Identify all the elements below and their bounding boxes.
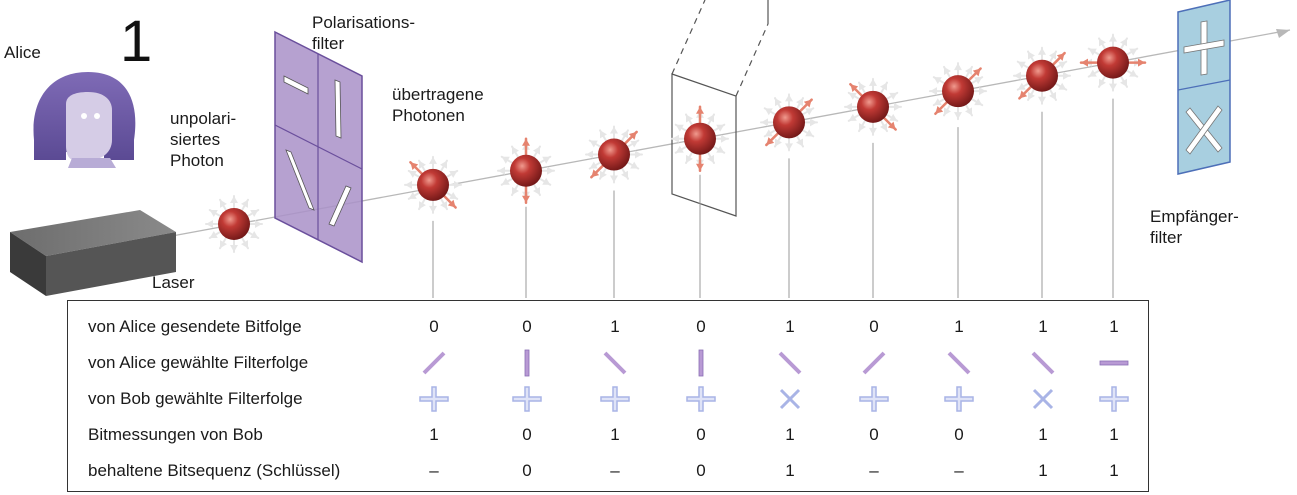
intermediate-filter-frame	[671, 0, 769, 217]
table-cell: 0	[522, 461, 532, 480]
diag-down-filter-icon	[1031, 351, 1055, 375]
transmitted-photon	[844, 77, 902, 136]
plus-filter-icon	[686, 386, 716, 412]
table-cell: 0	[696, 461, 706, 480]
table-cell: 0	[522, 317, 532, 336]
table-cell: 1	[610, 317, 620, 336]
table-cell: –	[869, 461, 879, 480]
table-cell: 1	[429, 425, 439, 444]
transmitted-photon	[671, 105, 729, 172]
laser-device	[10, 210, 176, 296]
diag-up-filter-icon	[862, 351, 886, 375]
plus-filter-icon	[1099, 386, 1129, 412]
table-cell: 1	[954, 317, 964, 336]
laser-label: Laser	[152, 273, 195, 292]
cross-filter-icon	[1032, 388, 1054, 410]
table-cell: 1	[1109, 461, 1119, 480]
table-cell: –	[954, 461, 964, 480]
receiver-filter-label: Empfänger- filter	[1150, 207, 1239, 247]
beam-arrow-icon	[1276, 29, 1290, 38]
vertical-filter-icon	[698, 349, 704, 377]
transmitted-photon	[929, 62, 987, 121]
transmitted-photons-label: übertragene Photonen	[392, 85, 484, 125]
diag-down-filter-icon	[603, 351, 627, 375]
transmitted-photon	[404, 155, 462, 214]
diag-down-filter-icon	[778, 351, 802, 375]
transmitted-photon	[585, 125, 643, 184]
receiver-filter	[1177, 0, 1231, 175]
table-cell: –	[610, 461, 620, 480]
unpolarized-photon-label: unpolari- siertes Photon	[170, 109, 237, 170]
row-label: Bitmessungen von Bob	[88, 425, 263, 444]
table-row: von Bob gewählte Filterfolge	[68, 381, 1148, 417]
table-cell: 0	[869, 425, 879, 444]
table-cell: 0	[522, 425, 532, 444]
plus-filter-icon	[859, 386, 889, 412]
table-row: behaltene Bitsequenz (Schlüssel) – 0 – 0 1 – – 1…	[68, 453, 1148, 489]
connector-layer	[432, 98, 1114, 298]
table-cell: 1	[610, 425, 620, 444]
table-cell: 1	[785, 461, 795, 480]
transmitted-photon	[497, 137, 555, 205]
alice-polarization-filter	[274, 30, 363, 264]
table-cell: 1	[785, 317, 795, 336]
cross-filter-icon	[779, 388, 801, 410]
vertical-filter-icon	[524, 349, 530, 377]
figure-number: 1	[120, 9, 153, 74]
alice-avatar	[33, 72, 136, 168]
transmitted-photon	[1013, 46, 1071, 105]
transmitted-photon	[760, 93, 818, 152]
table-cell: 1	[1109, 425, 1119, 444]
plus-filter-icon	[419, 386, 449, 412]
photon-layer	[205, 33, 1147, 253]
table-cell: 0	[696, 317, 706, 336]
table-cell: 1	[1038, 425, 1048, 444]
table-cell: 0	[696, 425, 706, 444]
table-cell: 1	[785, 425, 795, 444]
table-row: Bitmessungen von Bob 1 0 1 0 1 0 0 1 1	[68, 417, 1148, 453]
table-row: von Alice gesendete Bitfolge 0 0 1 0 1 0 1 1 1	[68, 309, 1148, 345]
table-cell: 1	[1038, 317, 1048, 336]
polarization-filter-label: Polarisations- filter	[312, 13, 415, 53]
alice-label: Alice	[4, 43, 41, 62]
unpolarized-photon	[205, 195, 263, 253]
plus-filter-icon	[512, 386, 542, 412]
table-cell: 0	[954, 425, 964, 444]
row-label: behaltene Bitsequenz (Schlüssel)	[88, 461, 341, 480]
plus-filter-icon	[600, 386, 630, 412]
horizontal-filter-icon	[1099, 360, 1129, 366]
row-label: von Bob gewählte Filterfolge	[88, 389, 303, 408]
diag-up-filter-icon	[422, 351, 446, 375]
row-label: von Alice gewählte Filterfolge	[88, 353, 309, 372]
plus-filter-icon	[944, 386, 974, 412]
row-label: von Alice gesendete Bitfolge	[88, 317, 302, 336]
table-cell: –	[429, 461, 439, 480]
table-cell: 0	[429, 317, 439, 336]
table-cell: 1	[1038, 461, 1048, 480]
transmitted-photon	[1079, 33, 1147, 92]
table-cell: 1	[1109, 317, 1119, 336]
table-cell: 0	[869, 317, 879, 336]
table-row: von Alice gewählte Filterfolge	[68, 345, 1148, 381]
diag-down-filter-icon	[947, 351, 971, 375]
